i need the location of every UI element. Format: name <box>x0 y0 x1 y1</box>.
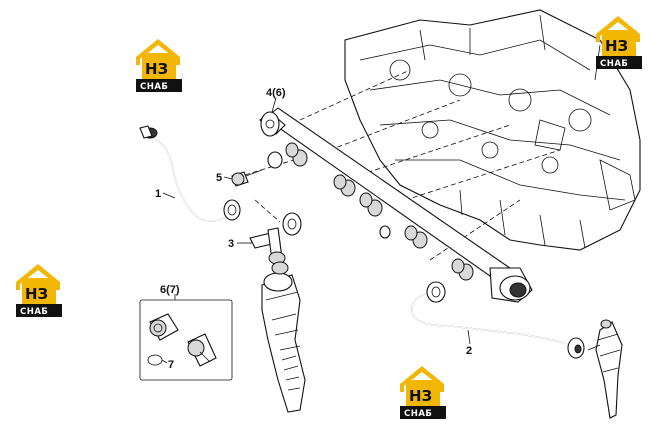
rail-fittings <box>267 142 474 281</box>
kit-fitting-b <box>187 333 217 367</box>
watermark-logo-2: НЗ СНАБ <box>596 16 642 69</box>
bolt <box>231 169 263 187</box>
callout-pipe-3: 3 <box>228 238 234 250</box>
fuel-pipe-1 <box>139 125 241 222</box>
injector-right <box>587 319 623 419</box>
fuel-pipe-2 <box>411 281 585 359</box>
fuel-rail <box>259 107 533 303</box>
kit-o-ring <box>147 354 163 366</box>
injector-center <box>261 261 306 413</box>
callout-bolt-5: 5 <box>216 172 222 184</box>
fuel-pipe-3 <box>249 212 302 265</box>
watermark-top-text: НЗ <box>409 387 432 405</box>
cylinder-head <box>344 9 641 251</box>
watermark-bottom-text: СНАБ <box>140 82 168 92</box>
watermark-bottom-text: СНАБ <box>600 59 628 69</box>
kit-fitting-a <box>149 313 179 341</box>
watermark-bottom-text: СНАБ <box>20 307 48 317</box>
watermark-logo-4: НЗ СНАБ <box>400 366 446 419</box>
callout-rail-4: 4(6) <box>266 87 286 99</box>
watermark-logo-1: НЗ СНАБ <box>136 39 182 92</box>
callout-ring-7: 7 <box>168 359 174 371</box>
kit-box <box>139 299 233 381</box>
watermark-bottom-text: СНАБ <box>404 409 432 419</box>
callout-pipe-1: 1 <box>155 188 161 200</box>
callout-pipe-2: 2 <box>466 345 472 357</box>
callout-kit-6: 6(7) <box>160 284 180 296</box>
watermark-logo-3: НЗ СНАБ <box>16 264 62 317</box>
watermark-top-text: НЗ <box>25 285 48 303</box>
watermark-top-text: НЗ <box>605 37 628 55</box>
watermark-top-text: НЗ <box>145 60 168 78</box>
leader-lines <box>161 97 471 364</box>
